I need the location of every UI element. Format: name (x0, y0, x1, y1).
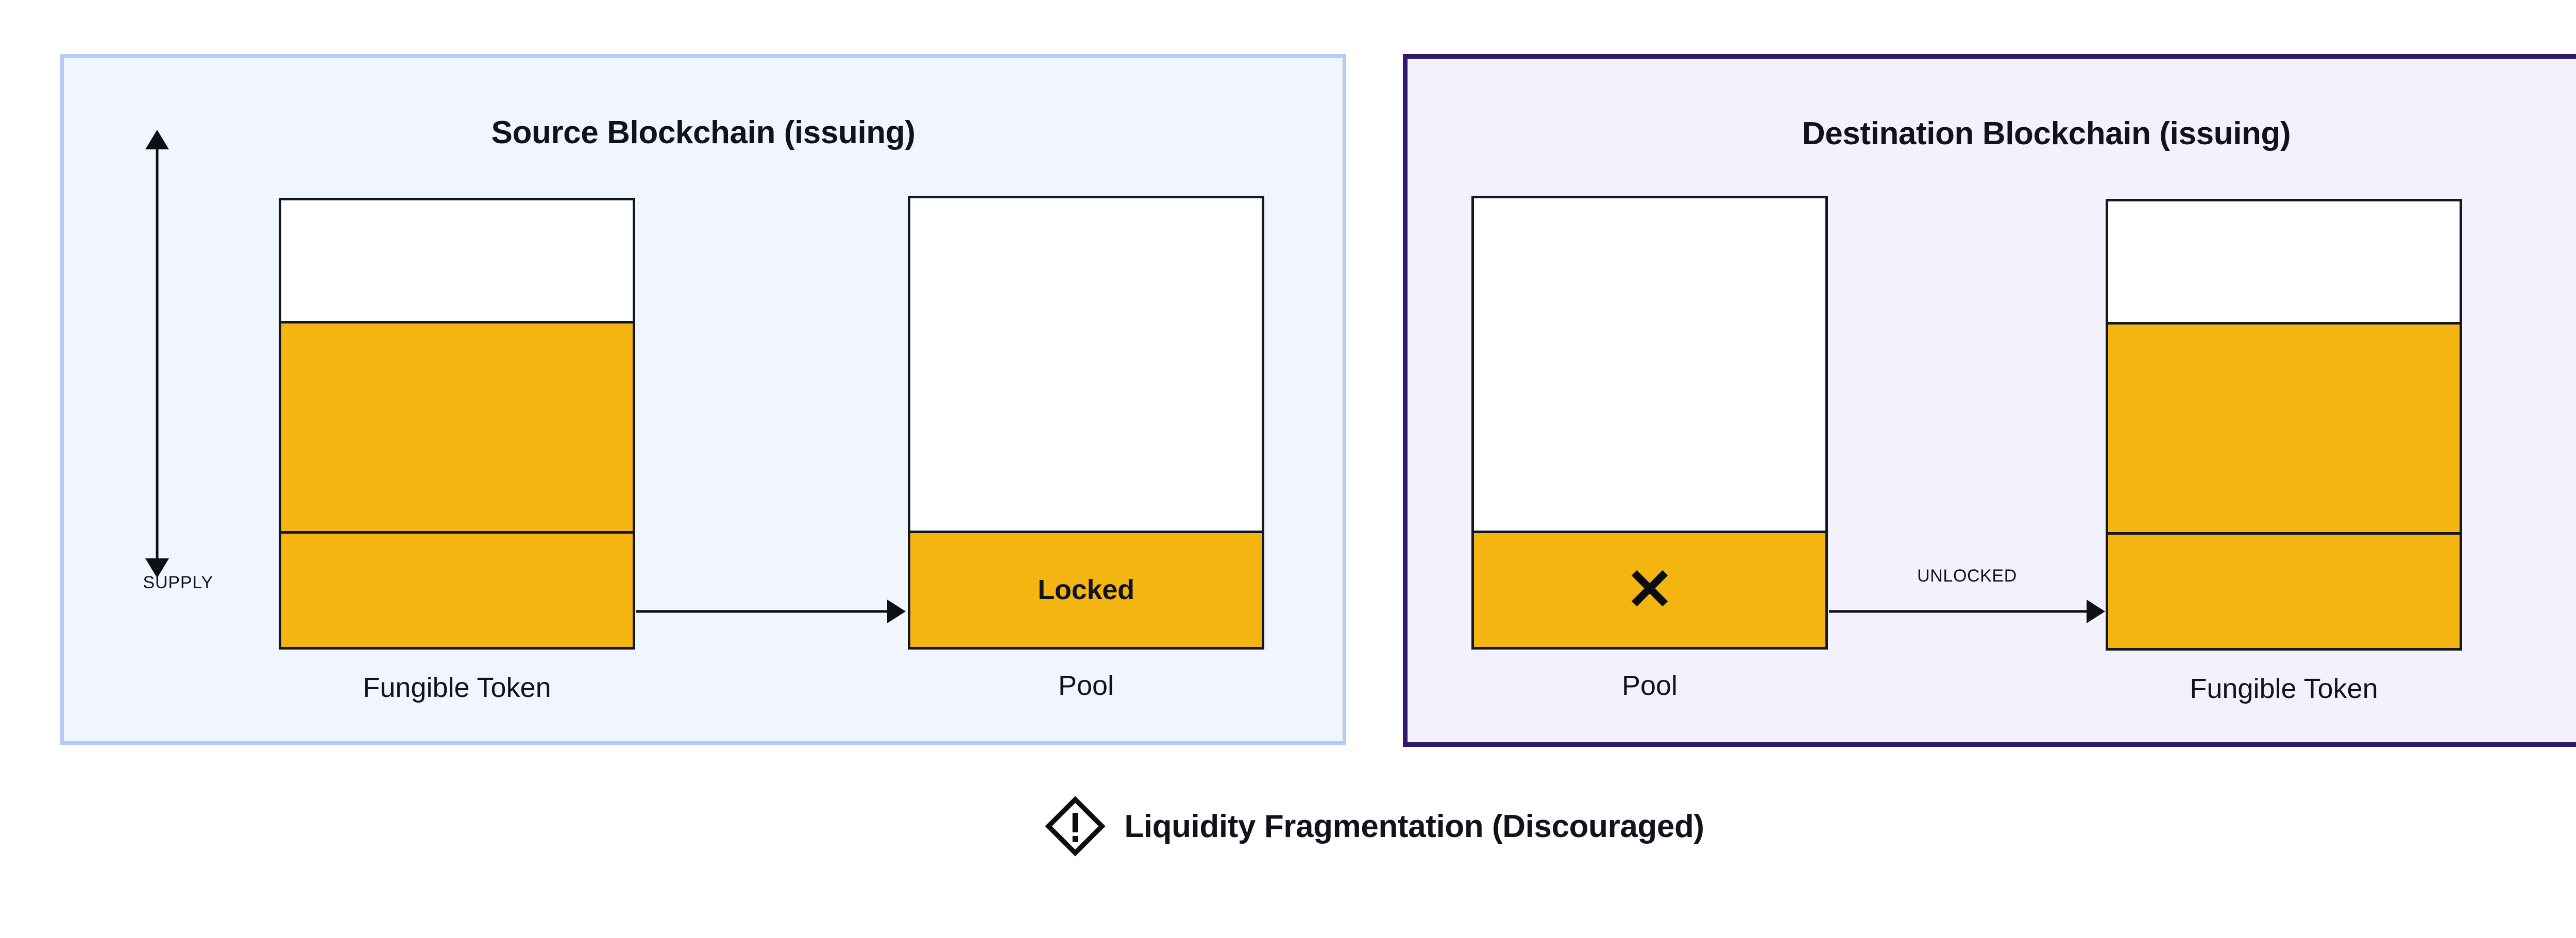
panel-destination-blockchain: Destination Blockchain (issuing) ✕ Pool … (1403, 54, 2576, 747)
bar-destination-fungible-token (2106, 199, 2462, 651)
bar-segment-filled-lower (281, 531, 633, 647)
column-source-fungible-token: Fungible Token (279, 198, 635, 703)
supply-label-source: SUPPLY (143, 573, 213, 592)
footer-caption: Liquidity Fragmentation (Discouraged) (0, 796, 2576, 857)
panel-source-title: Source Blockchain (issuing) (491, 115, 916, 150)
caption-destination-fungible-token: Fungible Token (2190, 673, 2378, 704)
bar-segment-empty (2108, 201, 2460, 322)
bar-segment-burned: ✕ (1474, 530, 1825, 647)
bar-segment-empty (1474, 198, 1825, 531)
bar-segment-filled-upper (281, 321, 633, 531)
bar-segment-label-locked: Locked (1038, 574, 1134, 606)
flow-arrow-head-icon (887, 600, 906, 623)
bar-segment-empty (281, 200, 633, 321)
supply-arrow-stem (156, 145, 159, 562)
warning-diamond-icon (1045, 796, 1106, 857)
caption-source-fungible-token: Fungible Token (363, 672, 551, 703)
flow-arrow-unlock (1829, 600, 2105, 623)
column-destination-fungible-token: Fungible Token (2106, 199, 2462, 704)
bar-source-pool: Locked (908, 196, 1264, 650)
panel-destination-title: Destination Blockchain (issuing) (1802, 116, 2291, 151)
column-source-pool: Locked Pool (908, 196, 1264, 701)
bar-segment-filled-lower (2108, 532, 2460, 648)
footer-caption-text: Liquidity Fragmentation (Discouraged) (1124, 808, 1704, 844)
bar-segment-filled-upper (2108, 322, 2460, 532)
flow-arrow-label-unlocked: UNLOCKED (1917, 566, 2017, 586)
flow-arrow-shaft (1829, 610, 2087, 613)
bar-destination-pool: ✕ (1471, 196, 1828, 650)
bar-segment-empty (910, 198, 1262, 531)
bar-source-fungible-token (279, 198, 635, 650)
column-destination-pool: ✕ Pool (1471, 196, 1828, 701)
flow-arrow-head-icon (2087, 600, 2105, 623)
bar-segment-locked: Locked (910, 530, 1262, 647)
flow-arrow-lock (636, 600, 906, 623)
caption-destination-pool: Pool (1621, 670, 1678, 701)
caption-source-pool: Pool (1058, 670, 1114, 701)
supply-arrow-head-down (145, 558, 169, 578)
supply-measure-source (145, 130, 169, 578)
cross-mark-icon: ✕ (1625, 557, 1674, 622)
flow-arrow-shaft (636, 610, 887, 613)
panel-source-blockchain: Source Blockchain (issuing) SUPPLY Fungi… (60, 54, 1346, 745)
